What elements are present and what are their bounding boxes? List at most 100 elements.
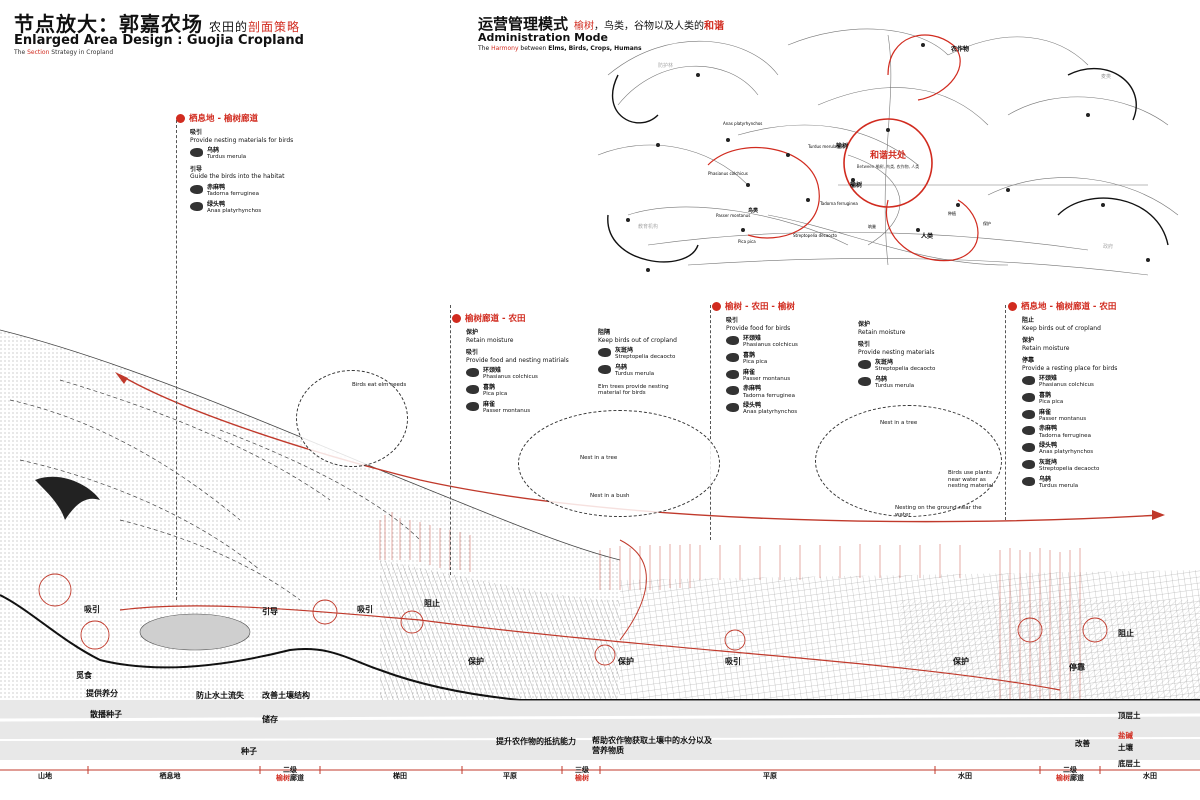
bird-en: Pica pica [743, 358, 768, 365]
network-center-en: Between 榆树, 鸟类, 农作物, 人类 [857, 163, 919, 169]
zone-plain-2: 平原 [763, 772, 777, 780]
bird-icon [858, 360, 871, 369]
bird-cn: 乌鸫 [207, 147, 220, 154]
s1-attract-cn: 吸引 [190, 129, 203, 136]
bird-en: Pica pica [483, 390, 508, 397]
admin-title-en: Administration Mode [478, 31, 608, 44]
s4-stop-cn: 停靠 [1022, 357, 1035, 364]
zone-mountain: 山地 [38, 772, 52, 780]
bird-en: Pica pica [1039, 398, 1064, 405]
admin-sub-mid: ，鸟类，谷物以及人类的 [594, 21, 705, 32]
node-birds: 鸟类 [748, 207, 758, 214]
label-protect-3: 保护 [953, 657, 969, 666]
zone-secondary-elm-2: 二级榆树廊道 [1056, 766, 1084, 783]
s2-note: Elm trees provide nesting material for b… [598, 383, 669, 397]
bird-en: Anas platyrhynchos [1039, 449, 1094, 456]
label-food: 觅食 [76, 671, 92, 680]
label-guide: 引导 [262, 607, 278, 616]
tagline-prefix: The [14, 49, 28, 56]
bird-cn: 环颈雉 [483, 367, 502, 374]
bird-icon [726, 352, 739, 362]
divider-2 [450, 305, 451, 575]
bird-icon [190, 184, 203, 194]
label-block-2: 阻止 [1118, 629, 1134, 638]
label-help: 帮助农作物获取土壤中的水分以及营养物质 [592, 736, 712, 756]
bird-en: Streptopelia decaocto [875, 366, 936, 373]
bird-cn: 喜鹊 [483, 383, 496, 391]
node-pica: Pica pica [738, 239, 756, 244]
bird-cn: 灰斑鸠 [615, 347, 634, 354]
node-protect: 保护 [983, 220, 991, 226]
circle-nesting-s2 [518, 410, 720, 517]
s1-guide-en: Guide the birds into the habitat [190, 173, 285, 181]
bird-icon [190, 201, 203, 211]
node-elm: 榆树 [836, 142, 848, 150]
bird-cn: 环颈雉 [743, 335, 762, 342]
bird-icon [1022, 409, 1035, 419]
node-education: 教育机构 [638, 223, 658, 230]
bird-icon [726, 336, 739, 345]
circle-birds-eat-seeds [296, 370, 408, 467]
bird-en: Anas platyrhynchos [743, 409, 798, 416]
bird-cn: 乌鸫 [875, 375, 888, 383]
node-crops: 农作物 [950, 45, 969, 53]
divider-1 [176, 120, 177, 600]
section-1-header: 栖息地 - 榆树廊道 [176, 112, 326, 124]
bird-cn: 乌鸫 [1039, 475, 1052, 483]
bird-cn: 喜鹊 [1039, 391, 1052, 399]
s3-attract-cn: 吸引 [726, 317, 739, 324]
label-topsoil: 顶层土 [1118, 711, 1141, 720]
red-dot-icon [712, 301, 721, 311]
divider-3 [710, 305, 711, 540]
bird-icon [1022, 426, 1035, 436]
label-block-1: 阻止 [424, 599, 440, 608]
bird-icon [466, 368, 479, 377]
bird-icon [190, 148, 203, 157]
label-nourish: 提供养分 [86, 689, 118, 698]
node-passer: Passer montanus [716, 213, 750, 218]
tagline-red: Section [27, 49, 50, 56]
node-anas: Anas platyrhynchos [723, 121, 762, 126]
section-2-title: 榆树廊道 - 农田 [465, 314, 526, 324]
bird-cn: 乌鸫 [615, 363, 628, 371]
node-shelter-belt: 防护林 [658, 62, 673, 69]
zone-secondary-elm-1: 二级榆树廊道 [276, 766, 304, 783]
label-saline: 盐碱 [1118, 731, 1133, 740]
bird-cn: 麻雀 [483, 400, 496, 408]
section-3-title: 榆树 - 农田 - 榆树 [725, 302, 795, 312]
zone-plain-1: 平原 [503, 772, 517, 780]
admin-sub-red2: 和谐 [704, 21, 725, 32]
node-planting: 种植 [948, 210, 956, 216]
s4-block-cn: 阻止 [1022, 317, 1035, 324]
bird-icon [858, 376, 871, 386]
s4-block-en: Keep birds out of cropland [1022, 324, 1101, 332]
bird-icon [726, 386, 739, 396]
zone-red: 榆树 [276, 774, 290, 783]
divider-4 [1005, 305, 1006, 520]
s4-stop-en: Provide a resting place for birds [1022, 364, 1118, 372]
bird-icon [1022, 459, 1035, 469]
bird-icon [726, 369, 739, 379]
bird-en: Turdus merula [615, 370, 655, 377]
admin-tag-mid: between [518, 45, 549, 52]
zone-rest: 廊道 [1070, 774, 1084, 783]
section-1-title: 栖息地 - 榆树廊道 [189, 114, 258, 124]
bird-cn: 绿头鸭 [207, 200, 226, 208]
